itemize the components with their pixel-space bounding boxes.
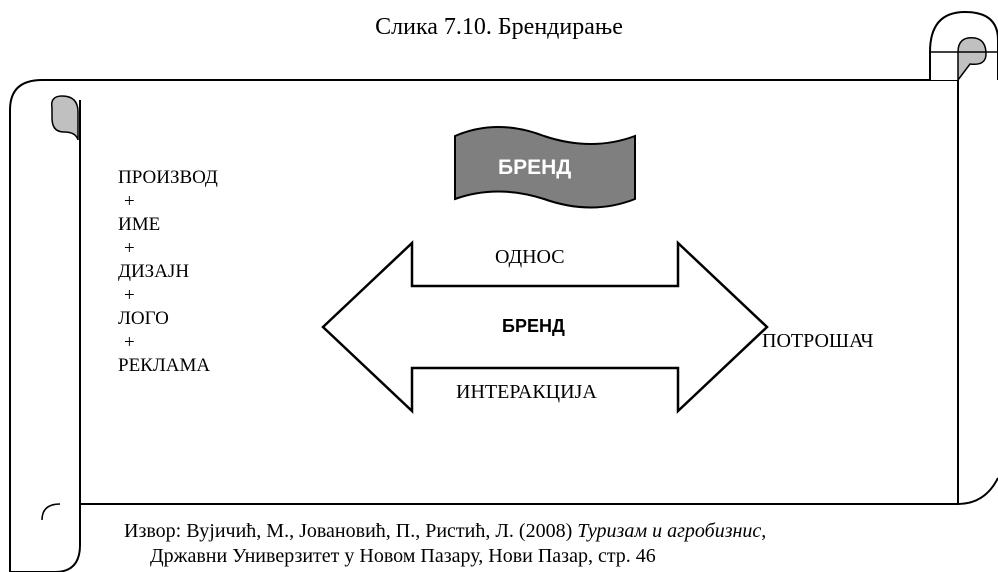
list-item: ЛОГО: [118, 308, 169, 329]
arrow-top-label: ОДНОС: [495, 246, 565, 268]
figure-title: Слика 7.10. Брендирање: [375, 14, 623, 40]
source-line-2: Државни Универзитет у Новом Пазару, Нови…: [150, 545, 656, 567]
list-item: ПРОИЗВОД: [118, 167, 218, 188]
list-item: ДИЗАЈН: [118, 261, 190, 282]
arrow-bottom-label: ИНТЕРАКЦИЈА: [456, 381, 597, 403]
top-left-curl-shade: [50, 95, 79, 141]
source-line-1: Извор: Вујичић, М., Јовановић, П., Ристи…: [124, 520, 767, 542]
double-arrow: [321, 240, 769, 414]
top-right-curl-shade: [957, 37, 987, 83]
list-item: +: [124, 284, 135, 306]
bottom-right-curl: [957, 477, 998, 505]
brand-banner-label: БРЕНД: [498, 156, 572, 179]
list-item: ИМЕ: [118, 214, 161, 235]
brand-banner: [454, 126, 636, 209]
list-item: +: [124, 237, 135, 259]
consumer-label: ПОТРОШАЧ: [762, 330, 874, 352]
list-item: +: [124, 190, 135, 212]
list-item: +: [124, 331, 135, 353]
list-item: РЕКЛАМА: [118, 355, 211, 376]
arrow-center-label: БРЕНД: [502, 316, 565, 336]
left-list: ПРОИЗВОД + ИМЕ + ДИЗАЈН + ЛОГО + РЕКЛАМА: [118, 166, 218, 378]
